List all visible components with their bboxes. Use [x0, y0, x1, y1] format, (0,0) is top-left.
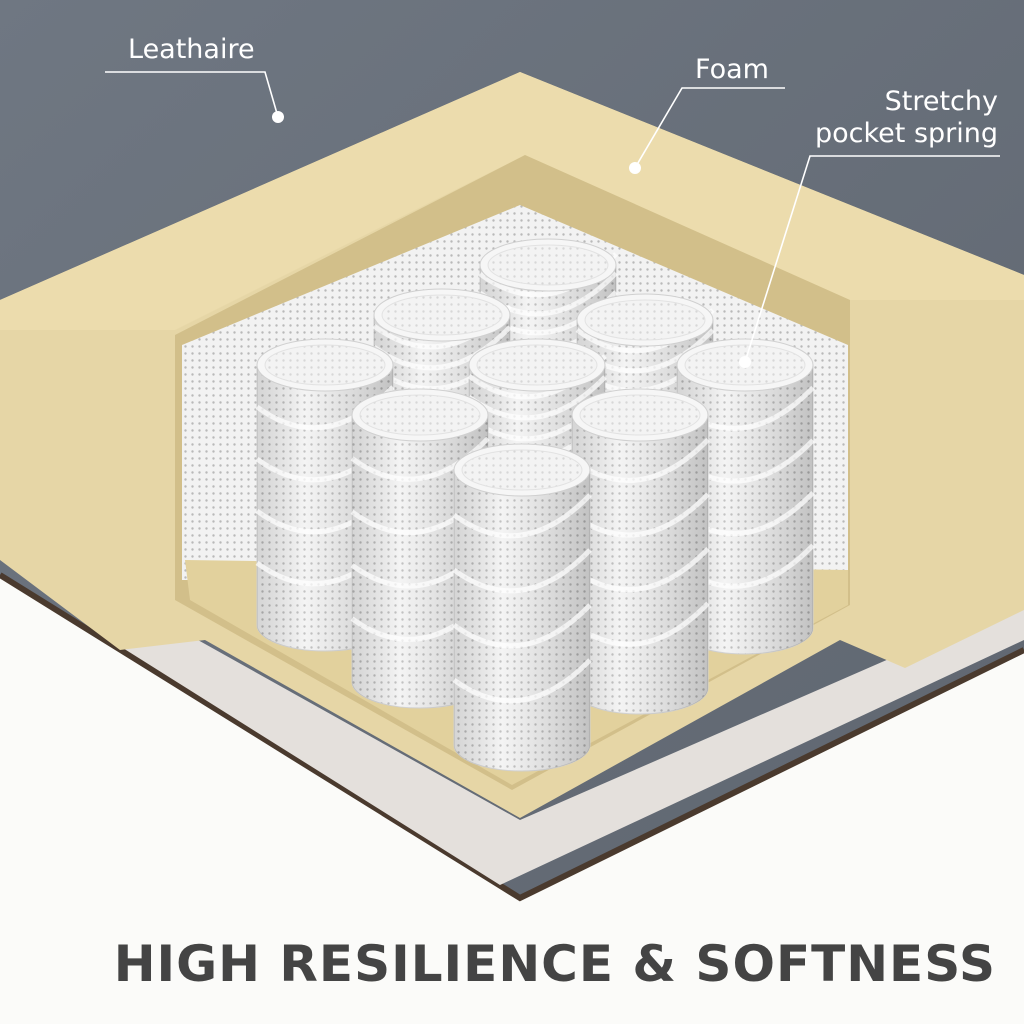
callout-lines	[105, 71, 1000, 363]
pocket-spring	[452, 443, 592, 772]
base-fabric	[110, 600, 1024, 885]
pocket-springs	[255, 238, 815, 772]
cushion-edge	[0, 572, 1024, 902]
pocket-spring	[675, 338, 815, 655]
label-spring-line2: pocket spring	[814, 118, 998, 149]
label-spring-line1: Stretchy	[884, 86, 998, 117]
label-foam: Foam	[695, 54, 769, 85]
label-leathaire: Leathaire	[128, 34, 255, 65]
headline: HIGH RESILIENCE & SOFTNESS	[113, 935, 996, 993]
callout-dots	[272, 111, 751, 368]
pocket-spring	[570, 388, 710, 715]
label-pocket-spring: Stretchy pocket spring	[815, 86, 998, 150]
foam-top-face	[0, 72, 1024, 330]
